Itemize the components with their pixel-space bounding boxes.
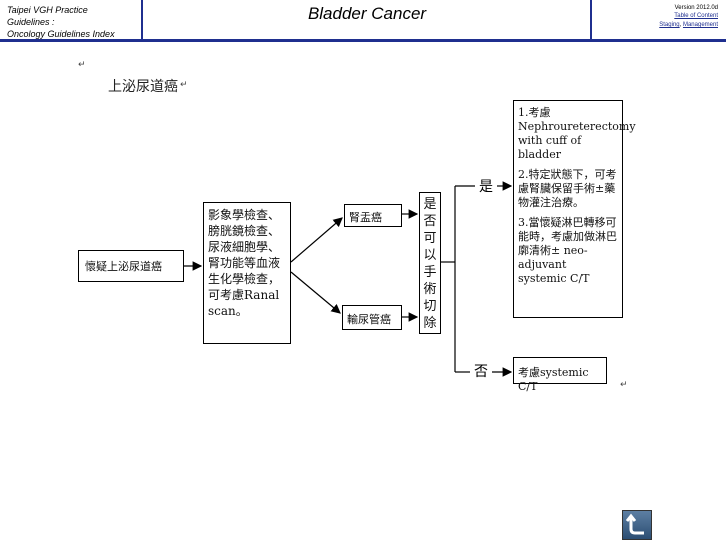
org-line-1: Taipei VGH Practice: [7, 5, 88, 15]
label-no: 否: [474, 364, 488, 380]
return-mark: ↵: [180, 80, 188, 90]
page-title: Bladder Cancer: [307, 4, 427, 23]
table-of-content-link[interactable]: Table of Content: [674, 13, 718, 19]
node-treatment-no: 考慮systemic C/T: [513, 357, 607, 393]
return-icon[interactable]: [622, 510, 652, 540]
treatment-item-3: 3.當懷疑淋巴轉移可能時，考慮加做淋巴廓清術± neo-adjuvant sys…: [518, 216, 617, 285]
node-suspect: 懷疑上泌尿道癌: [78, 250, 184, 282]
arrow-exam-to-ureter: [290, 271, 341, 314]
paragraph-mark: ↵: [78, 60, 86, 70]
guidelines-index-link[interactable]: Oncology Guidelines Index: [7, 29, 115, 39]
staging-link[interactable]: Staging: [659, 22, 680, 28]
node-exam: 影象學檢查、膀胱鏡檢查、尿液細胞學、腎功能等血液生化學檢查，可考慮Ranal s…: [203, 202, 291, 344]
node-renal-pelvis: 腎盂癌: [344, 204, 402, 227]
node-resectable: 是否可以手術切除: [419, 192, 441, 334]
label-yes: 是: [479, 179, 493, 195]
header-links: Table of Content Staging, Management: [659, 13, 718, 28]
node-treatment-yes: 1.考慮Nephroureterectomy with cuff of blad…: [513, 100, 636, 318]
org-line-2: Guidelines :: [7, 17, 55, 27]
header-bar: Taipei VGH Practice Guidelines : Oncolog…: [0, 0, 726, 42]
version-label: Version 2012.0d: [674, 5, 718, 11]
diagram-heading: 上泌尿道癌: [108, 79, 178, 95]
management-link[interactable]: Management: [682, 22, 718, 28]
header-divider-right: [590, 0, 592, 42]
arrow-exam-to-renal: [290, 217, 343, 263]
node-ureter: 輸尿管癌: [342, 305, 402, 330]
end-return-mark: ↵: [620, 380, 628, 390]
treatment-item-1: 1.考慮Nephroureterectomy with cuff of blad…: [518, 106, 636, 161]
header-divider-left: [141, 0, 143, 42]
treatment-item-2: 2.特定狀態下，可考慮腎臟保留手術±藥物灌注治療。: [518, 168, 617, 209]
